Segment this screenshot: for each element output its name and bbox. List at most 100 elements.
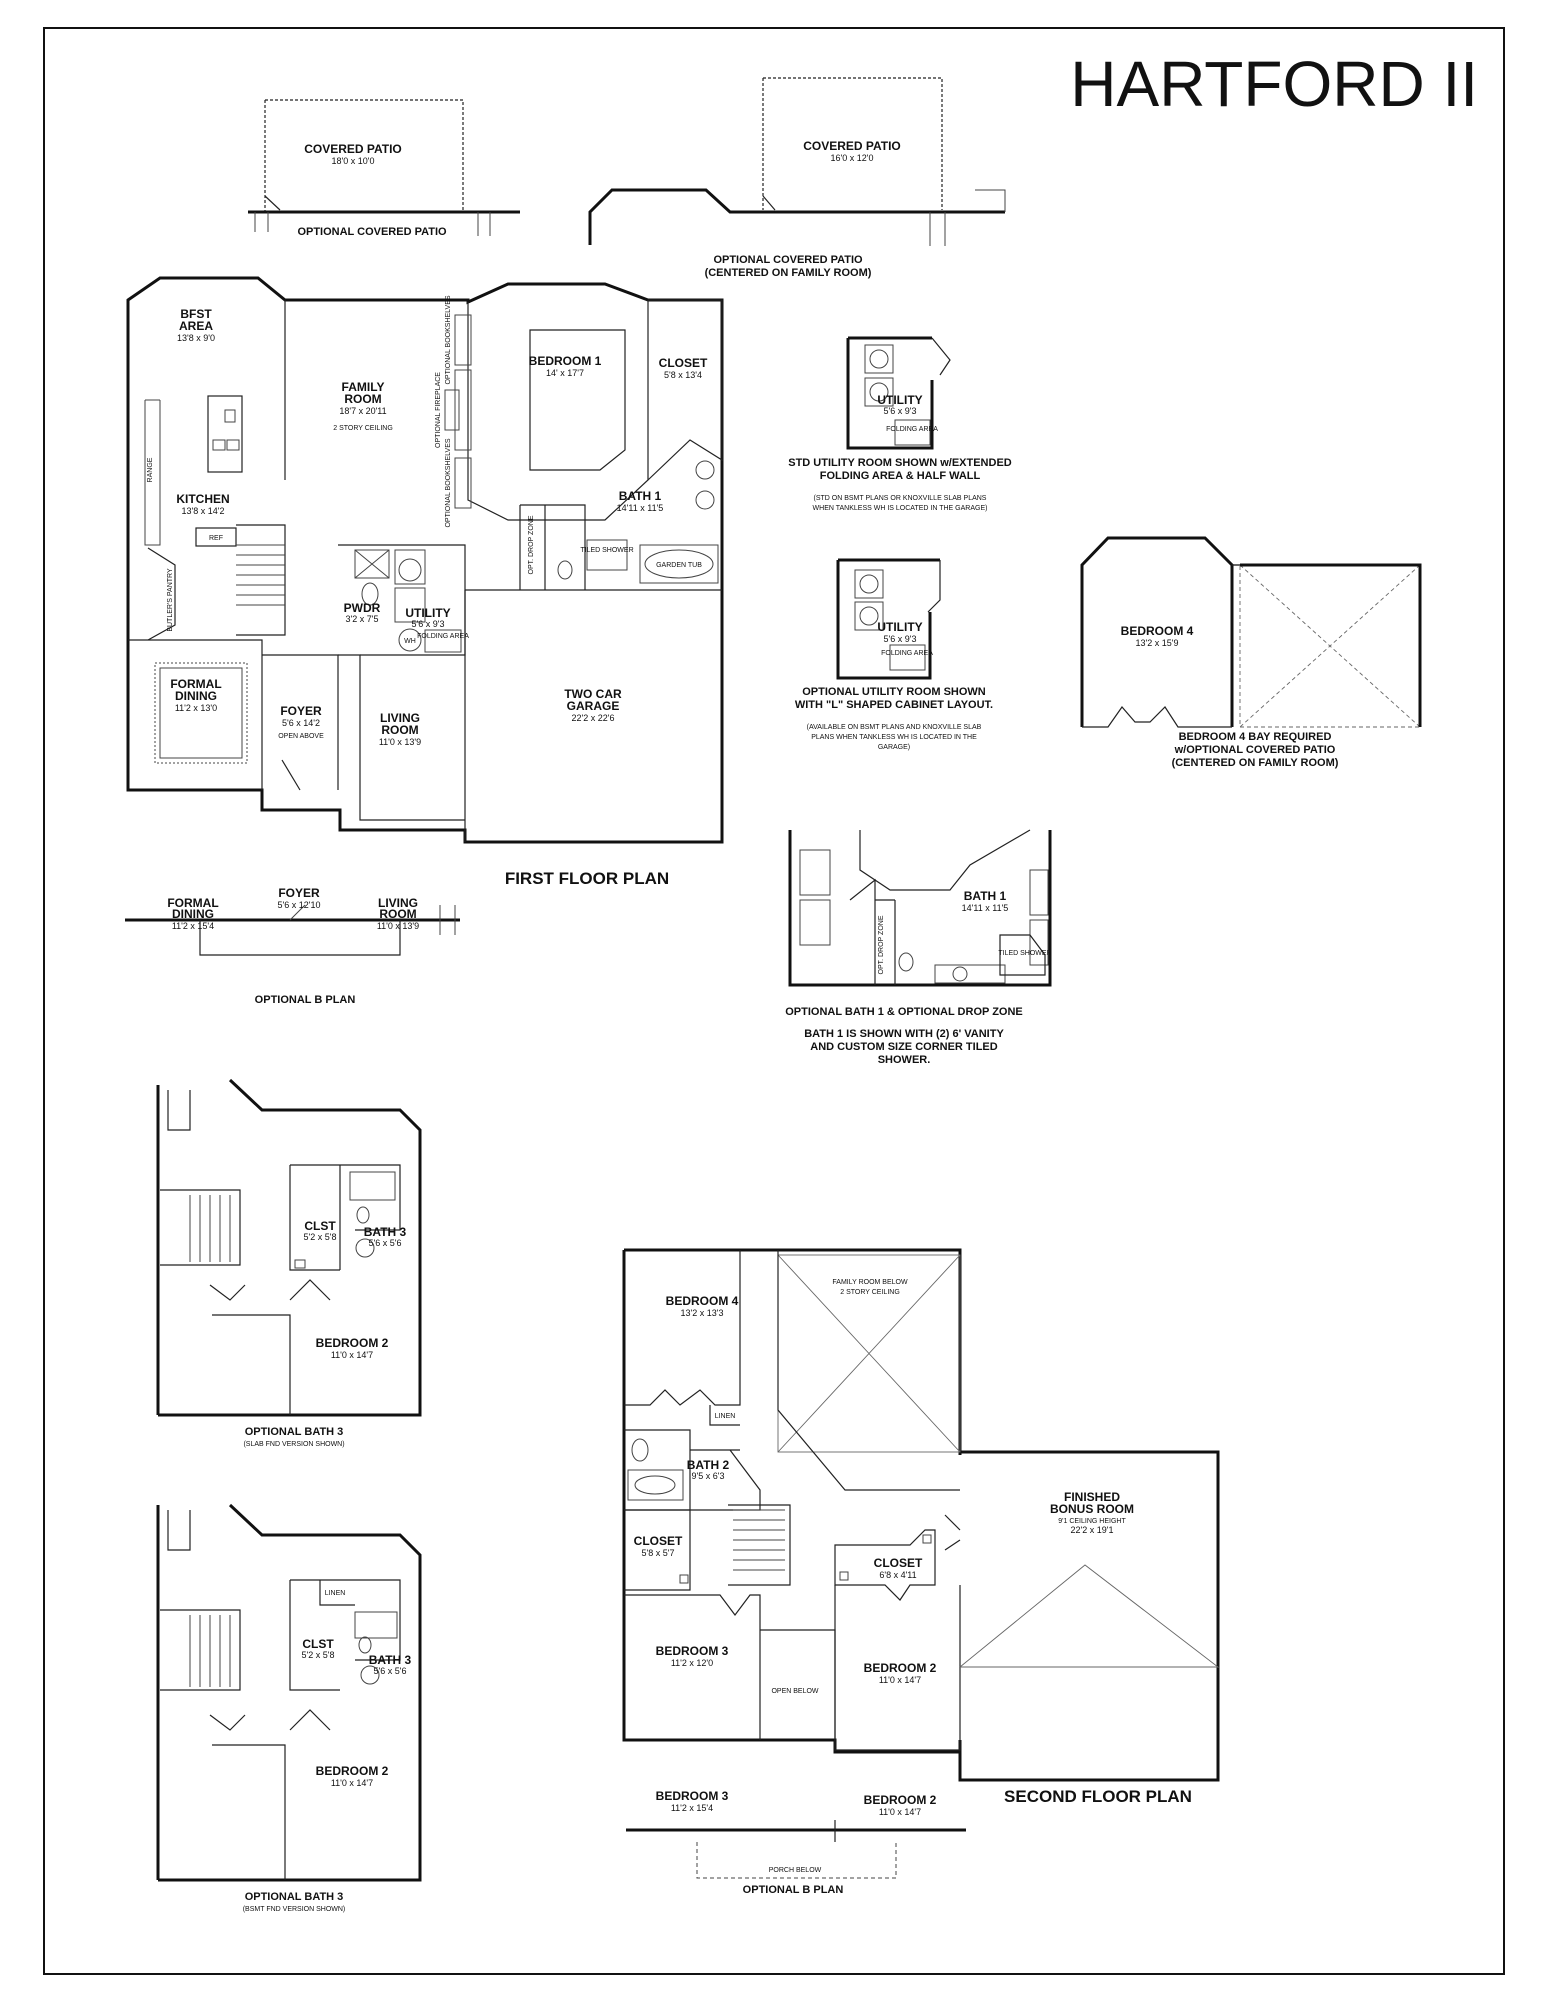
sf-bedroom4-dim: 13'2 x 13'3 — [681, 1308, 724, 1318]
ob3s-bedroom2-dim: 11'0 x 14'7 — [331, 1350, 373, 1360]
ff-drop-zone: OPT. DROP ZONE — [528, 515, 535, 574]
ff-formal-dim: 11'2 x 13'0 — [175, 703, 217, 713]
opt-utility-dim: 5'6 x 9'3 — [884, 634, 917, 644]
sf-family-below-note: 2 STORY CEILING — [840, 1289, 900, 1296]
ff-ref-label: REF — [209, 535, 223, 542]
ff-foyer-dim: 5'6 x 14'2 — [282, 718, 320, 728]
sf-bedroom3: BEDROOM 3 — [656, 1644, 729, 1658]
optb2-porch: PORCH BELOW — [769, 1867, 822, 1874]
ff-fireplace: OPTIONAL FIREPLACE — [435, 372, 442, 448]
opt-utility-note-2: PLANS WHEN TANKLESS WH IS LOCATED IN THE — [811, 734, 977, 741]
ob3b-bedroom2-dim: 11'0 x 14'7 — [331, 1778, 373, 1788]
page-border — [43, 27, 1505, 1975]
opt-utility-caption-2: WITH "L" SHAPED CABINET LAYOUT. — [795, 699, 993, 711]
ff-kitchen-dim: 13'8 x 14'2 — [182, 506, 225, 516]
ff-pwdr-name: PWDR — [344, 601, 381, 615]
ff-tiled-shower: TILED SHOWER — [580, 547, 633, 554]
sf-bonus-2: BONUS ROOM — [1050, 1502, 1134, 1516]
plan-title: HARTFORD II — [1070, 48, 1478, 120]
ff-pantry-label: BUTLER'S PANTRY — [167, 568, 174, 632]
ob3b-bedroom2: BEDROOM 2 — [316, 1764, 389, 1778]
ob1-note-3: SHOWER. — [878, 1054, 931, 1066]
ob1-caption: OPTIONAL BATH 1 & OPTIONAL DROP ZONE — [785, 1006, 1023, 1018]
sf-closet-r-dim: 6'8 x 4'11 — [879, 1570, 916, 1580]
ob3s-caption: OPTIONAL BATH 3 — [245, 1426, 344, 1438]
optb1-living-dim: 11'0 x 13'9 — [377, 921, 419, 931]
optional-bath3-bsmt: LINEN CLST 5'2 x 5'8 BATH 3 5'6 x 5'6 BE… — [156, 1503, 422, 1913]
patio-right-name: COVERED PATIO — [803, 139, 901, 153]
sf-linen: LINEN — [715, 1413, 736, 1420]
sf-family-below: FAMILY ROOM BELOW — [832, 1279, 908, 1286]
opt-utility-folding: FOLDING AREA — [881, 650, 933, 657]
sf-bath2: BATH 2 — [687, 1458, 730, 1472]
patio-left-caption: OPTIONAL COVERED PATIO — [297, 226, 447, 238]
ob1-dim: 14'11 x 11'5 — [962, 903, 1009, 913]
sf-bedroom4: BEDROOM 4 — [666, 1294, 739, 1308]
patio-left-dim: 18'0 x 10'0 — [332, 156, 375, 166]
sf-bonus-dim: 22'2 x 19'1 — [1071, 1525, 1114, 1535]
sf-closet-r: CLOSET — [874, 1556, 923, 1570]
std-utility-caption-1: STD UTILITY ROOM SHOWN w/EXTENDED — [788, 457, 1012, 469]
sf-closet-l-dim: 5'8 x 5'7 — [642, 1548, 675, 1558]
ob1-note-1: BATH 1 IS SHOWN WITH (2) 6' VANITY — [804, 1028, 1004, 1040]
sf-bath2-dim: 9'5 x 6'3 — [692, 1471, 725, 1481]
ff-family-note: 2 STORY CEILING — [333, 425, 393, 432]
std-utility-name: UTILITY — [877, 393, 922, 407]
ff-closet-name: CLOSET — [659, 356, 708, 370]
ff-formal-name-1: FORMAL — [170, 677, 221, 691]
ob3b-caption: OPTIONAL BATH 3 — [245, 1891, 344, 1903]
second-floor-plan: LINEN BEDROOM 4 13'2 x 13'3 FAMILY ROOM … — [622, 1248, 1220, 1806]
ob1-drop-zone: OPT. DROP ZONE — [878, 915, 885, 974]
ff-utility-name: UTILITY — [405, 606, 450, 620]
ff-foyer-note: OPEN ABOVE — [278, 733, 324, 740]
std-utility-room: UTILITY 5'6 x 9'3 FOLDING AREA STD UTILI… — [788, 336, 1012, 512]
optb1-foyer-dim: 5'6 x 12'10 — [278, 900, 321, 910]
sf-bonus-note: 9'1 CEILING HEIGHT — [1058, 1518, 1126, 1525]
ff-living-name-1: LIVING — [380, 711, 420, 725]
optional-b-plan-second: BEDROOM 3 11'2 x 15'4 BEDROOM 2 11'0 x 1… — [626, 1789, 966, 1896]
ff-living-name-2: ROOM — [381, 723, 418, 737]
ff-range-label: RANGE — [147, 457, 154, 482]
ff-garage-name-1: TWO CAR — [564, 687, 622, 701]
optional-bath3-slab: CLST 5'2 x 5'8 BATH 3 5'6 x 5'6 BEDROOM … — [156, 1078, 422, 1448]
optional-bath1: OPT. DROP ZONE TILED SHOWER BATH 1 14'11… — [785, 829, 1052, 1066]
optional-utility-room: UTILITY 5'6 x 9'3 FOLDING AREA OPTIONAL … — [795, 558, 993, 751]
optb2-bedroom2-dim: 11'0 x 14'7 — [879, 1807, 921, 1817]
second-floor-heading: SECOND FLOOR PLAN — [1004, 1787, 1192, 1806]
ff-garden-tub: GARDEN TUB — [656, 562, 702, 569]
ob1-note-2: AND CUSTOM SIZE CORNER TILED — [810, 1041, 997, 1053]
ff-closet-dim: 5'8 x 13'4 — [664, 370, 702, 380]
ff-family-dim: 18'7 x 20'11 — [339, 406, 386, 416]
ob3b-clst-dim: 5'2 x 5'8 — [302, 1650, 335, 1660]
patio-right-caption-1: OPTIONAL COVERED PATIO — [713, 254, 863, 266]
patio-left-name: COVERED PATIO — [304, 142, 402, 156]
sf-closet-l: CLOSET — [634, 1534, 683, 1548]
ob3s-clst-dim: 5'2 x 5'8 — [304, 1232, 337, 1242]
ob1-tiled: TILED SHOWER — [998, 950, 1051, 957]
ff-garage-name-2: GARAGE — [567, 699, 620, 713]
ff-foyer-name: FOYER — [280, 704, 322, 718]
b4bay-dim: 13'2 x 15'9 — [1136, 638, 1179, 648]
ff-garage-dim: 22'2 x 22'6 — [572, 713, 615, 723]
opt-utility-note-3: GARAGE) — [878, 744, 910, 751]
optb1-foyer: FOYER — [278, 886, 320, 900]
ff-bookshelves-2: OPTIONAL BOOKSHELVES — [445, 438, 452, 527]
ob1-name: BATH 1 — [964, 889, 1007, 903]
ff-bfst-dim: 13'8 x 9'0 — [177, 333, 215, 343]
sf-bedroom2: BEDROOM 2 — [864, 1661, 937, 1675]
ff-wh-label: WH — [404, 638, 416, 645]
b4bay-caption-1: BEDROOM 4 BAY REQUIRED — [1179, 731, 1332, 743]
ob3s-bedroom2: BEDROOM 2 — [316, 1336, 389, 1350]
opt-utility-name: UTILITY — [877, 620, 922, 634]
ob3b-linen: LINEN — [325, 1590, 346, 1597]
ff-bedroom1-name: BEDROOM 1 — [529, 354, 602, 368]
b4bay-name: BEDROOM 4 — [1121, 624, 1194, 638]
optb1-caption: OPTIONAL B PLAN — [255, 994, 356, 1006]
std-utility-note-2: WHEN TANKLESS WH IS LOCATED IN THE GARAG… — [813, 505, 988, 512]
optb1-formal-dim: 11'2 x 15'4 — [172, 921, 214, 931]
first-floor-plan: REF BUTLER'S PANTRY RANGE WH FOLDING ARE… — [126, 276, 724, 888]
ff-folding-label: FOLDING AREA — [417, 633, 469, 640]
optb2-bedroom3-dim: 11'2 x 15'4 — [671, 1803, 713, 1813]
sf-open-below: OPEN BELOW — [771, 1688, 818, 1695]
